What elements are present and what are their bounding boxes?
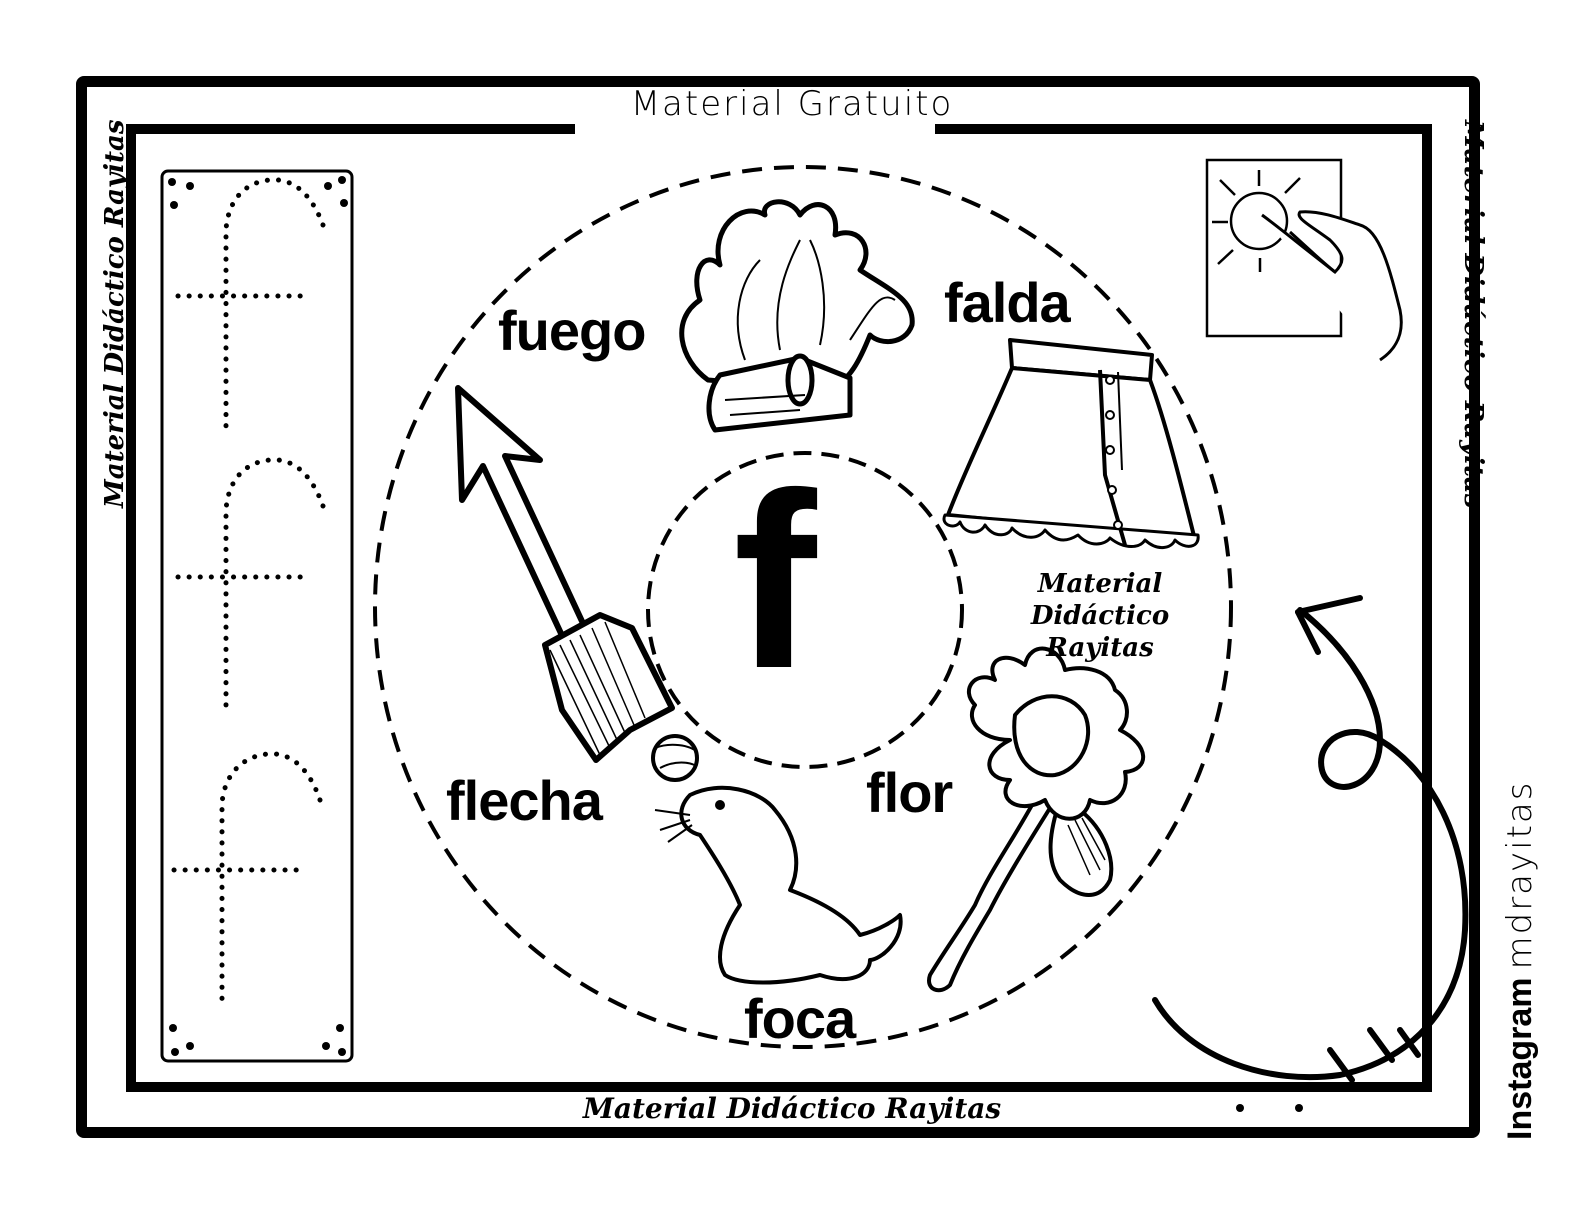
center-letter: f: [733, 441, 817, 720]
arrow-icon: [455, 385, 675, 763]
title-backdrop: [575, 118, 935, 140]
watermark-line-3: Rayitas: [1046, 633, 1154, 663]
outer-dashed-circle: [373, 165, 1233, 1049]
trace-f-1: [223, 177, 326, 433]
flower-icon: [927, 646, 1146, 993]
word-foca: foca: [744, 987, 856, 1050]
word-flor: flor: [866, 761, 953, 824]
finger-trace-icon: [1205, 158, 1403, 362]
footer-credit: Material Didáctico Rayitas: [582, 1092, 1002, 1125]
inner-dashed-circle: [646, 451, 964, 769]
inner-watermark: Material Didáctico Rayitas: [1000, 568, 1200, 664]
tracing-strip: [160, 169, 354, 1063]
watermark-line-1: Material: [1037, 569, 1163, 599]
page-title: Material Gratuito: [630, 84, 954, 124]
trace-f-3: [219, 751, 323, 1005]
watermark-line-2: Didáctico: [1030, 601, 1170, 631]
word-falda: falda: [944, 271, 1071, 334]
outer-frame: [76, 76, 1480, 1138]
seal-icon: [651, 734, 903, 985]
fire-icon: [679, 199, 915, 433]
word-flecha: flecha: [446, 769, 603, 832]
tracing-path-icon: [1152, 595, 1469, 1083]
skirt-icon: [942, 338, 1200, 549]
word-fuego: fuego: [498, 299, 646, 362]
trace-f-2: [223, 457, 326, 711]
decorative-dots: [1236, 1104, 1303, 1112]
